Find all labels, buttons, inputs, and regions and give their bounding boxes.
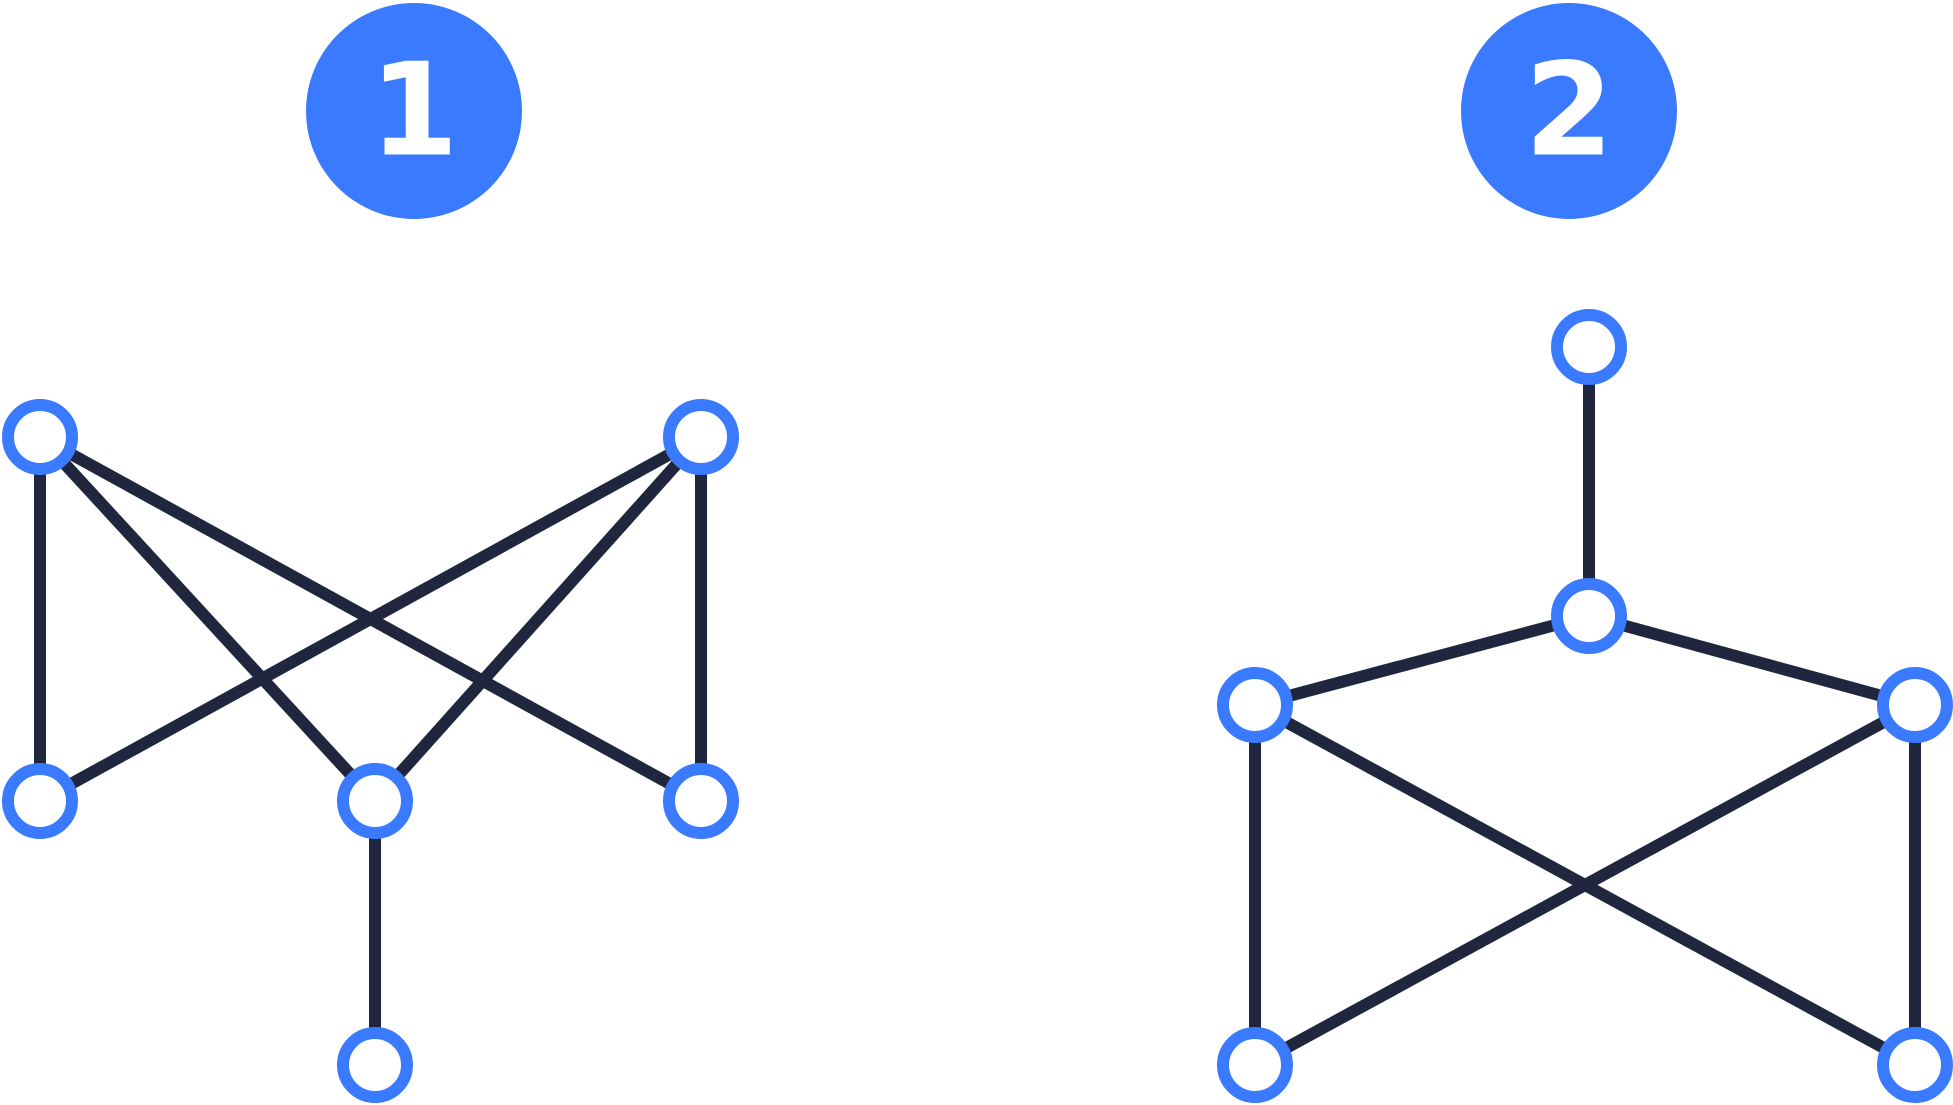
graph-2-node-BL xyxy=(1217,1027,1293,1103)
graph-2-node-M xyxy=(1551,578,1627,654)
graph-1-node-C xyxy=(2,763,78,839)
graph-1-node-E xyxy=(663,763,739,839)
edges-layer xyxy=(34,347,1921,1071)
graph-1-badge-circle xyxy=(306,3,522,219)
graph-1-edge-B-C xyxy=(37,431,704,807)
graph-1-edge-B-D xyxy=(370,432,706,806)
graph-2-edge-R-BL xyxy=(1252,699,1918,1071)
graph-1-badge-label: 1 xyxy=(369,37,458,186)
graph-2-node-BR xyxy=(1877,1027,1953,1103)
graph-1-badge: 1 xyxy=(306,3,522,219)
graph-1-node-D xyxy=(337,763,413,839)
graph-1-node-F xyxy=(337,1027,413,1103)
graph-2-node-L xyxy=(1217,667,1293,743)
graph-2-badge-label: 2 xyxy=(1524,37,1613,186)
graph-2-node-R xyxy=(1877,667,1953,743)
graph-1-node-A xyxy=(2,399,78,475)
graph-1-node-B xyxy=(663,399,739,475)
graph-2-badge-circle xyxy=(1461,3,1677,219)
graph-2-badge: 2 xyxy=(1461,3,1677,219)
graph-2-edge-M-R xyxy=(1587,610,1917,711)
graph-1-edge-A-D xyxy=(35,432,380,806)
graph-2-node-T xyxy=(1551,309,1627,385)
nodes-layer xyxy=(2,309,1953,1103)
graph-2-edge-M-L xyxy=(1253,610,1591,711)
